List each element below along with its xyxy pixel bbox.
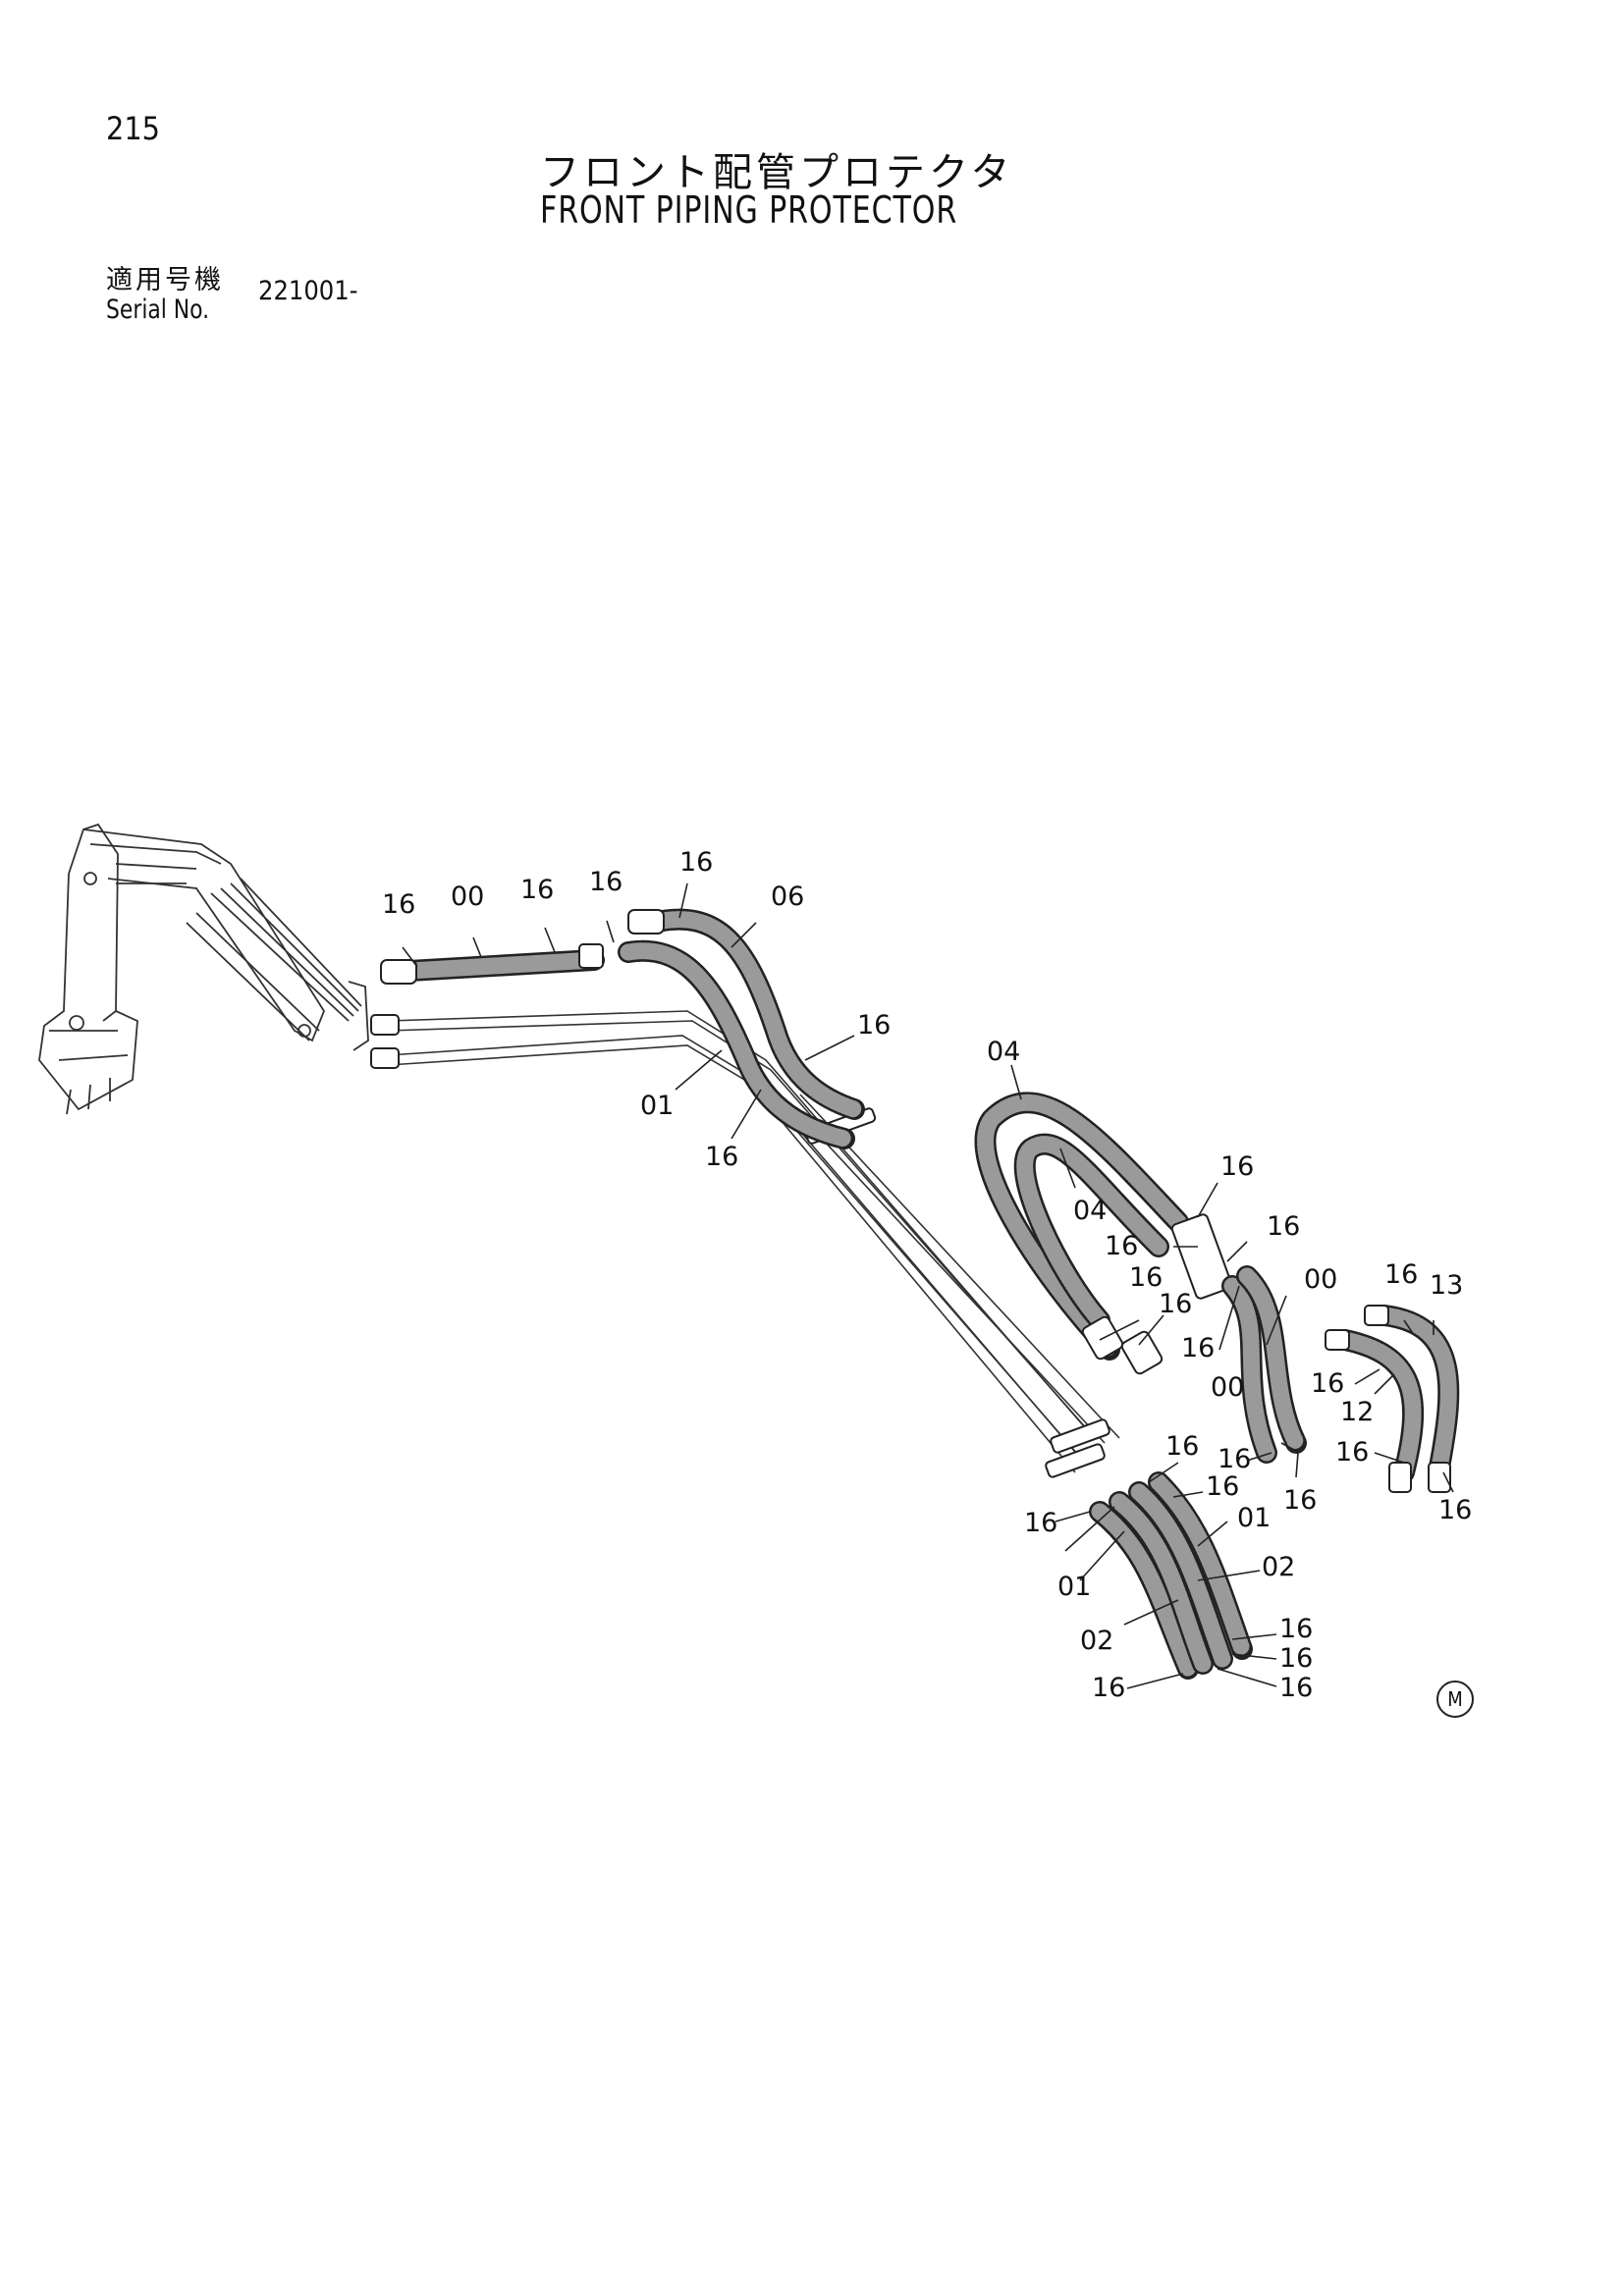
part-label: 12 [1340,1397,1374,1427]
part-label: 16 [1218,1444,1251,1474]
part-label: 16 [705,1142,738,1172]
part-label: 13 [1430,1270,1463,1301]
part-label: 16 [589,867,623,897]
part-label: 16 [1283,1485,1317,1516]
part-label: 16 [382,889,415,920]
part-label: 16 [1181,1333,1215,1363]
part-label: 16 [679,847,713,878]
page-title-english: FRONT PIPING PROTECTOR [540,188,958,232]
part-label: 00 [1211,1372,1244,1403]
part-label: 01 [1057,1572,1091,1602]
part-label: 16 [1159,1289,1192,1319]
part-label: 02 [1080,1626,1113,1656]
part-label: 01 [1237,1503,1271,1533]
part-label: 04 [987,1037,1020,1067]
part-label: 16 [1165,1431,1199,1462]
part-label: 00 [1304,1264,1337,1295]
part-label: 06 [771,881,804,912]
serial-number-value: 221001- [258,276,358,306]
page-title-japanese: フロント配管プロテクタ [540,150,1014,195]
part-label: 16 [1220,1151,1254,1182]
u-shaped-hoses [974,1092,1233,1375]
serial-label-japanese: 適用号機 [106,265,224,295]
part-label: 16 [520,875,554,905]
serial-label-english: Serial No. [106,294,210,325]
part-label: 01 [640,1091,674,1121]
part-label: 16 [1267,1211,1300,1242]
upper-hoses [380,908,865,1149]
m-mark-symbol: M [1436,1681,1474,1718]
part-label: 16 [1311,1368,1344,1399]
part-label: 16 [857,1010,891,1041]
part-label: 16 [1279,1673,1313,1703]
part-label: 16 [1279,1614,1313,1644]
leader-lines [402,882,1454,1689]
part-label: 16 [1384,1259,1418,1290]
part-label: 16 [1092,1673,1125,1703]
lower-hoses [1089,1471,1253,1680]
excavator-outline [38,823,369,1115]
page-number: 215 [106,110,160,147]
part-labels: 16 00 16 16 16 06 16 01 16 04 04 16 16 1… [382,847,1472,1703]
part-label: 16 [1105,1231,1138,1261]
part-label: 00 [451,881,484,912]
part-label: 16 [1279,1643,1313,1674]
right-hoses [1221,1265,1460,1493]
part-label: 16 [1335,1437,1369,1468]
part-label: 02 [1262,1552,1295,1582]
part-label: 16 [1206,1471,1239,1502]
part-label: 16 [1438,1495,1472,1525]
part-label: 16 [1024,1508,1057,1538]
part-label: 04 [1073,1196,1107,1226]
part-label: 16 [1129,1262,1163,1293]
